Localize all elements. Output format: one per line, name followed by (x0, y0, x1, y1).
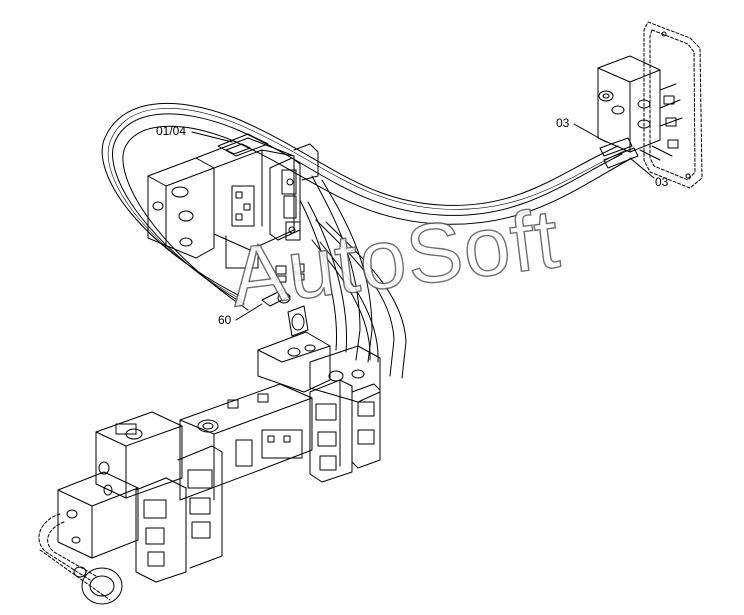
callout-leaders (191, 123, 655, 321)
callout-60: 60 (218, 313, 232, 327)
callout-03-upper: 03 (556, 116, 570, 130)
bulkhead-plate (643, 21, 703, 189)
middle-valve-block (257, 331, 381, 483)
lower-left-pipework (38, 513, 123, 605)
callout-03-lower: 03 (655, 175, 669, 189)
upper-valve-assembly (147, 133, 319, 269)
curved-hoses-group (299, 175, 407, 379)
callout-01-04: 01/04 (156, 124, 187, 138)
lower-manifold (57, 383, 313, 583)
adapter-fittings (261, 263, 309, 337)
